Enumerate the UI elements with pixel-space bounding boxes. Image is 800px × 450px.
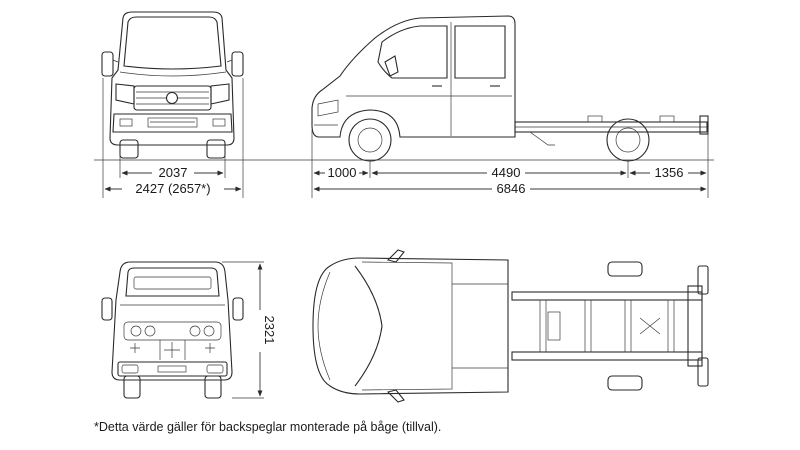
width-mirrors-label: 2427 (2657*) bbox=[135, 181, 210, 196]
top-view bbox=[312, 249, 709, 403]
footnote: *Detta värde gäller för backspeglar mont… bbox=[94, 420, 442, 434]
side-view bbox=[311, 15, 709, 162]
width-track-label: 2037 bbox=[159, 165, 188, 180]
overall-length-label: 6846 bbox=[497, 181, 526, 196]
wheelbase-label: 4490 bbox=[492, 165, 521, 180]
dimension-lines bbox=[94, 78, 714, 399]
rear-overhang-label: 1356 bbox=[655, 165, 684, 180]
front-overhang-label: 1000 bbox=[328, 165, 357, 180]
height-label: 2321 bbox=[262, 316, 277, 345]
rear-view bbox=[101, 261, 244, 399]
front-view bbox=[101, 11, 244, 159]
